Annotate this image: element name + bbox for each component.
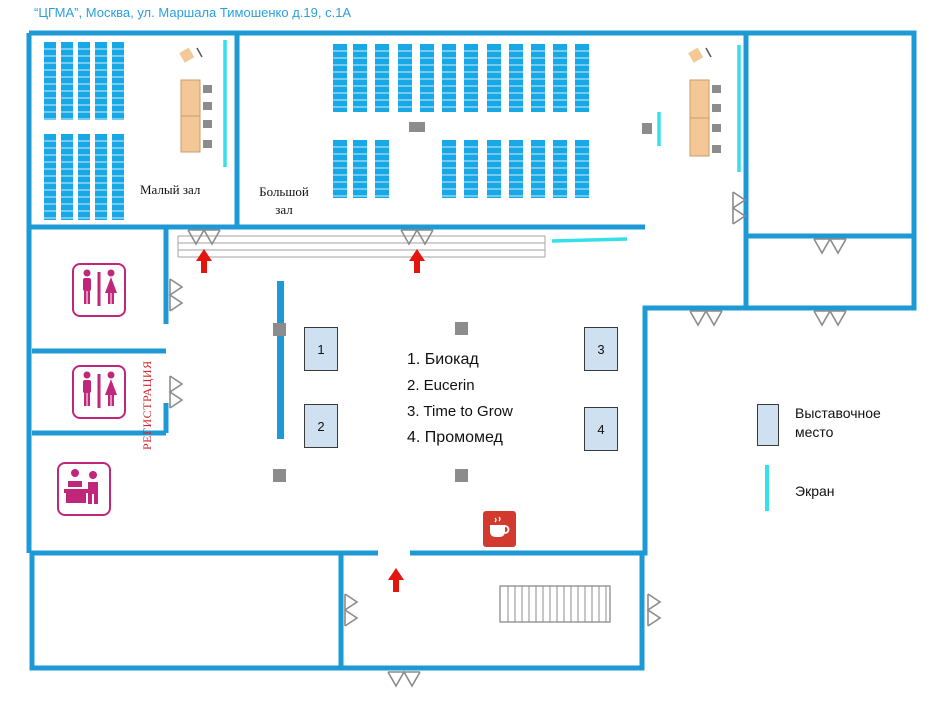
legend-stand-swatch: [757, 404, 779, 446]
exhibition-stand-4[interactable]: 4: [584, 407, 618, 451]
chair-icon: [61, 134, 73, 220]
small-hall-label-text: Малый зал: [140, 182, 201, 197]
chair-icon: [95, 42, 107, 120]
chair-icon: [44, 134, 56, 220]
chair-icon: [553, 44, 567, 112]
legend-stand-line2: место: [795, 424, 834, 440]
big-hall-label: Большой зал: [252, 183, 316, 219]
exhibition-stand-2[interactable]: 2: [304, 404, 338, 448]
restroom-icon: [72, 365, 126, 419]
coffee-icon: [483, 511, 516, 547]
chair-icon: [487, 44, 501, 112]
chair-icon: [553, 140, 567, 198]
door-icon: [168, 191, 847, 688]
small-hall-seats: [44, 42, 124, 220]
chair-icon: [420, 44, 434, 112]
chair-icon: [375, 44, 389, 112]
entrance-arrow-icon: [196, 249, 425, 592]
screen-icon: [223, 40, 741, 243]
legend-stand-line1: Выставочное: [795, 405, 881, 421]
exhibitor-item: 2. Eucerin: [407, 377, 475, 394]
registration-desk-icon: [57, 462, 111, 516]
chair-icon: [531, 140, 545, 198]
walls: [26, 30, 917, 671]
chair-icon: [464, 140, 478, 198]
venue-address: “ЦГМА”, Москва, ул. Маршала Тимошенко д.…: [34, 5, 352, 20]
restroom-icon: [72, 263, 126, 317]
big-hall-label-line1: Большой: [259, 184, 309, 199]
exhibition-stand-3[interactable]: 3: [584, 327, 618, 371]
legend-stand-label: Выставочное место: [795, 404, 881, 442]
legend-screen-swatch: [765, 465, 769, 511]
chair-icon: [112, 42, 124, 120]
chair-icon: [509, 140, 523, 198]
staircase-icon: [499, 585, 611, 623]
presenter-table-big: [688, 47, 721, 157]
chair-icon: [333, 44, 347, 112]
corridor-railing: [177, 235, 546, 258]
exhibitor-item: 3. Time to Grow: [407, 403, 513, 420]
chair-icon: [464, 44, 478, 112]
legend-screen-label: Экран: [795, 483, 835, 499]
exhibitor-list: 1. Биокад 2. Eucerin 3. Time to Grow 4. …: [407, 347, 513, 451]
chair-icon: [442, 140, 456, 198]
chair-icon: [442, 44, 456, 112]
chair-icon: [531, 44, 545, 112]
chair-icon: [333, 140, 347, 198]
chair-icon: [509, 44, 523, 112]
exhibition-stand-1[interactable]: 1: [304, 327, 338, 371]
exhibitor-item: 1. Биокад: [407, 351, 479, 368]
chair-icon: [398, 44, 412, 112]
chair-icon: [575, 140, 589, 198]
chair-icon: [78, 134, 90, 220]
chair-icon: [61, 42, 73, 120]
chair-icon: [95, 134, 107, 220]
exhibitor-item: 4. Промомед: [407, 429, 503, 446]
column-icon: [273, 122, 652, 482]
big-hall-label-line2: зал: [275, 202, 293, 217]
chair-icon: [575, 44, 589, 112]
chair-icon: [112, 134, 124, 220]
chair-icon: [487, 140, 501, 198]
chair-icon: [375, 140, 389, 198]
chair-icon: [353, 44, 367, 112]
chair-icon: [44, 42, 56, 120]
big-hall-seats: [333, 44, 589, 198]
small-hall-label: Малый зал: [140, 181, 200, 199]
partition-wall: [277, 281, 284, 439]
chair-icon: [78, 42, 90, 120]
chair-icon: [353, 140, 367, 198]
presenter-table-small: [179, 47, 212, 153]
registration-label: РЕГИСТРАЦИЯ: [140, 360, 154, 450]
